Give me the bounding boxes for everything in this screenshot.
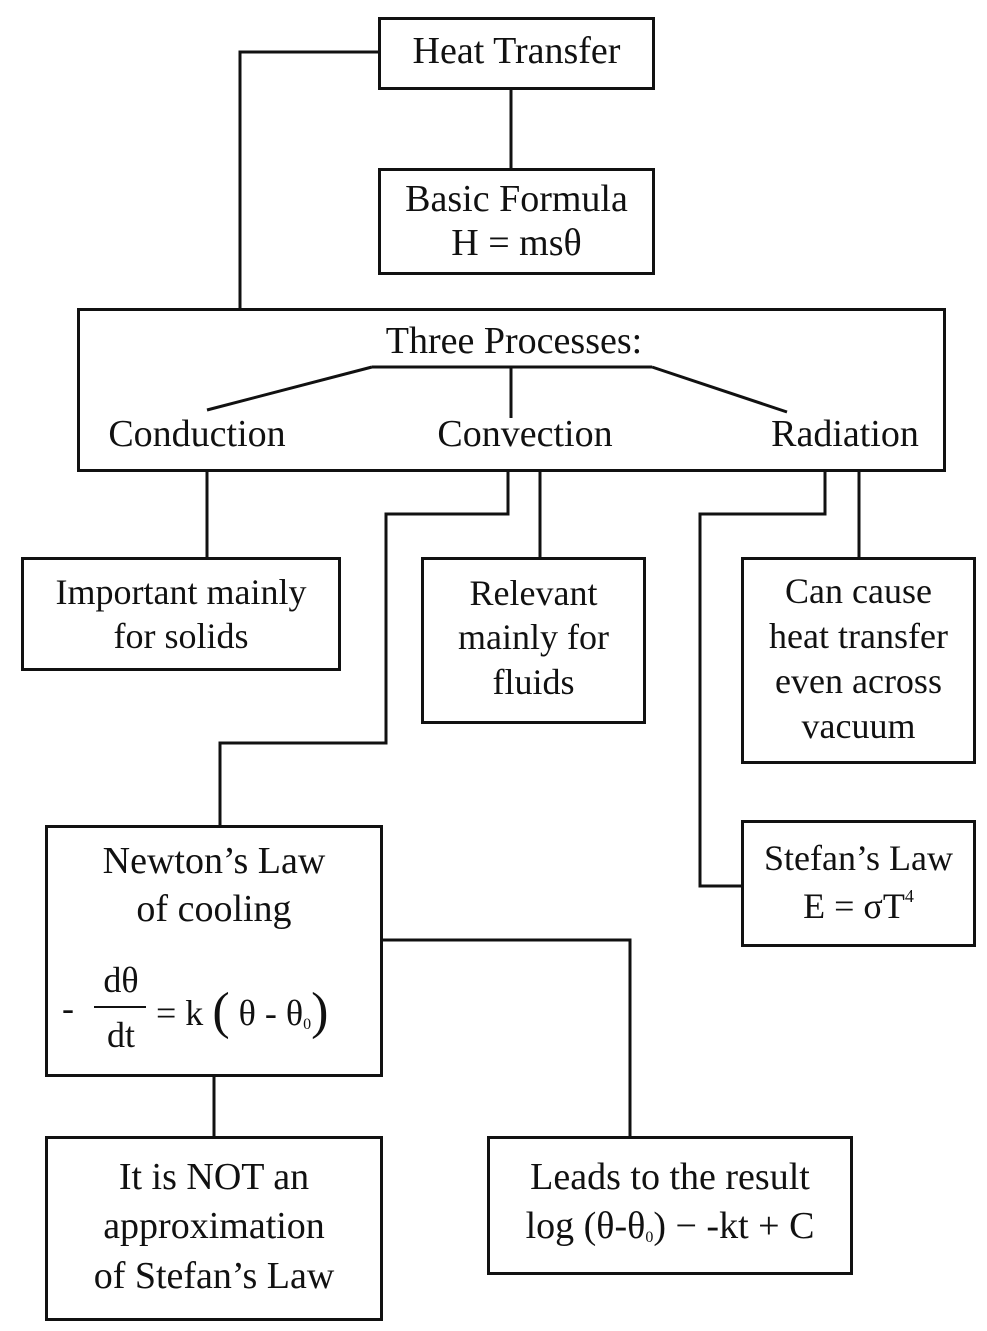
newton-eq-rhs: = k ( θ - θ0) bbox=[156, 980, 371, 1040]
connector-newton-to-result bbox=[383, 938, 632, 1136]
not-approx-line-3: of Stefan’s Law bbox=[93, 1255, 335, 1297]
not-approximation-node bbox=[45, 1136, 383, 1321]
result-eq-subscript: 0 bbox=[645, 1229, 654, 1246]
newton-law-node bbox=[45, 825, 383, 1077]
three-processes-node bbox=[77, 308, 946, 472]
newton-eq-fraction-bar bbox=[94, 1006, 146, 1008]
connector-convection-to-newton bbox=[218, 472, 510, 825]
result-line-2: log (θ-θ0) − -kt + C bbox=[487, 1205, 853, 1248]
newton-eq-subscript: 0 bbox=[303, 1016, 312, 1033]
heat-transfer-title: Heat Transfer bbox=[412, 30, 621, 72]
newton-eq-minus: - bbox=[62, 988, 74, 1028]
result-line-1: Leads to the result bbox=[530, 1156, 810, 1198]
conduction-solids-node bbox=[21, 557, 341, 671]
basic-formula-title: Basic Formula bbox=[405, 178, 628, 220]
vacuum-line-1: Can cause bbox=[785, 571, 932, 611]
connector-split-conduction bbox=[206, 365, 373, 412]
three-processes-title: Three Processes: bbox=[385, 320, 643, 362]
newton-eq-numerator: dθ bbox=[103, 960, 139, 1000]
vacuum-line-4: vacuum bbox=[801, 706, 916, 746]
fluids-line-3: fluids bbox=[492, 662, 575, 702]
convection-fluids-node bbox=[421, 557, 646, 724]
newton-law-line-1: Newton’s Law bbox=[102, 840, 326, 882]
newton-eq-inner: θ - θ bbox=[238, 993, 304, 1033]
not-approx-line-2: approximation bbox=[103, 1205, 325, 1247]
process-convection: Convection bbox=[437, 413, 613, 455]
stefan-formula-base: E = σT bbox=[803, 886, 905, 926]
process-radiation: Radiation bbox=[771, 413, 919, 455]
connector-radiation-to-stefan bbox=[698, 472, 827, 888]
stefan-law-formula: E = σT4 bbox=[741, 886, 976, 927]
newton-eq-paren-open: ( bbox=[212, 983, 230, 1040]
heat-transfer-node bbox=[378, 17, 655, 90]
newton-eq-denominator: dt bbox=[106, 1015, 135, 1055]
stefan-law-node bbox=[741, 820, 976, 947]
solids-line-2: for solids bbox=[113, 616, 249, 656]
fluids-line-2: mainly for bbox=[458, 617, 609, 657]
vacuum-line-2: heat transfer bbox=[769, 616, 948, 656]
radiation-vacuum-node bbox=[741, 557, 976, 764]
solids-line-1: Important mainly bbox=[55, 572, 307, 612]
stefan-formula-exponent: 4 bbox=[904, 886, 914, 906]
connector-heat-to-processes bbox=[238, 50, 378, 308]
fluids-line-1: Relevant bbox=[469, 573, 598, 613]
basic-formula-equation: H = msθ bbox=[451, 222, 582, 264]
result-eq-right: ) − -kt + C bbox=[653, 1205, 815, 1247]
not-approx-line-1: It is NOT an bbox=[118, 1156, 310, 1198]
basic-formula-node bbox=[378, 168, 655, 275]
process-conduction: Conduction bbox=[108, 413, 286, 455]
stefan-law-title: Stefan’s Law bbox=[764, 838, 953, 878]
newton-law-line-2: of cooling bbox=[136, 888, 292, 930]
newton-eq-paren-close: ) bbox=[311, 983, 329, 1040]
result-eq-left: log (θ-θ bbox=[525, 1205, 646, 1247]
connector-split-radiation bbox=[651, 365, 788, 414]
vacuum-line-3: even across bbox=[775, 661, 942, 701]
result-node bbox=[487, 1136, 853, 1275]
newton-eq-equals-k: = k bbox=[156, 993, 204, 1033]
